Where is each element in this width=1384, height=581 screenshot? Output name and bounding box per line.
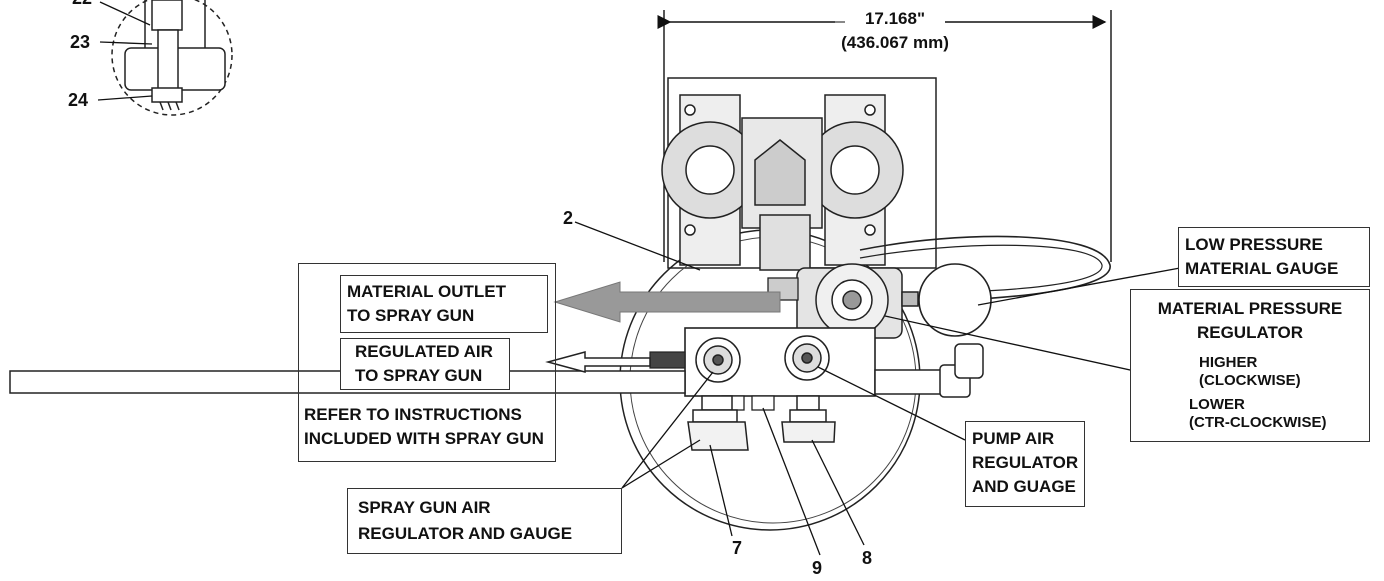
hardware-detail-inset xyxy=(111,0,233,116)
ctr-clockwise-label: (CTR-CLOCKWISE) xyxy=(1189,414,1327,431)
pump-air-regulator-label-box: PUMP AIR REGULATOR AND GUAGE xyxy=(965,421,1085,507)
material-pressure-regulator-label-box: MATERIAL PRESSURE REGULATOR HIGHER (CLOC… xyxy=(1130,289,1370,442)
callout-23: 23 xyxy=(70,32,91,52)
leader-spray-gun-gauge-2 xyxy=(621,439,701,489)
spray-gun-air-line1: SPRAY GUN AIR xyxy=(358,498,491,517)
pump-regulator-knob xyxy=(781,395,836,443)
refer-line1: REFER TO INSTRUCTIONS xyxy=(304,405,522,424)
low-pressure-line2: MATERIAL GAUGE xyxy=(1185,259,1339,278)
callout-24: 24 xyxy=(68,90,89,110)
leader-material-regulator xyxy=(884,315,1163,378)
material-pressure-regulator xyxy=(796,263,919,339)
regulated-air-line2: TO SPRAY GUN xyxy=(355,366,483,385)
material-outlet-line1: MATERIAL OUTLET xyxy=(347,282,506,301)
diaphragm-pump xyxy=(661,94,904,271)
lower-label: LOWER xyxy=(1189,396,1245,413)
material-outlet-line2: TO SPRAY GUN xyxy=(347,306,475,325)
callout-8: 8 xyxy=(862,548,873,568)
pump-air-line3: AND GUAGE xyxy=(972,477,1076,496)
spray-gun-connections-frame xyxy=(298,263,556,462)
low-pressure-gauge-label-box: LOW PRESSURE MATERIAL GAUGE xyxy=(1178,227,1370,287)
leader-low-pressure xyxy=(977,267,1181,306)
refer-line2: INCLUDED WITH SPRAY GUN xyxy=(304,429,544,448)
regulated-air-fitting xyxy=(649,351,686,369)
low-pressure-gauge xyxy=(918,263,992,337)
dimension-lines xyxy=(657,10,1112,262)
higher-label: HIGHER xyxy=(1199,354,1258,371)
pump-air-line2: REGULATOR xyxy=(972,453,1079,472)
mpr-line2: REGULATOR xyxy=(1196,323,1304,342)
regulated-air-line1: REGULATED AIR xyxy=(355,342,493,361)
leader-8 xyxy=(811,439,865,546)
leader-spray-gun-gauge-1 xyxy=(621,371,714,489)
spray-gun-air-regulator-label-box: SPRAY GUN AIR REGULATOR AND GAUGE xyxy=(347,488,622,554)
pump-air-gauge xyxy=(784,335,830,381)
gauge-hose xyxy=(859,235,1111,301)
material-outlet-arrow xyxy=(553,281,781,323)
leader-pump-air xyxy=(817,366,966,441)
leader-2 xyxy=(574,221,701,271)
spray-gun-air-gauge xyxy=(695,337,741,383)
leader-23 xyxy=(99,41,153,45)
material-outlet-label-box: MATERIAL OUTLET TO SPRAY GUN xyxy=(340,275,548,333)
mpr-line1: MATERIAL PRESSURE xyxy=(1157,299,1343,318)
leader-24 xyxy=(97,95,153,101)
callout-22: 22 xyxy=(72,0,92,9)
callout-9: 9 xyxy=(812,558,823,578)
regulated-air-label-box: REGULATED AIR TO SPRAY GUN xyxy=(340,338,510,390)
dimension-inches: 17.168" xyxy=(864,9,926,28)
clockwise-label: (CLOCKWISE) xyxy=(1199,372,1301,389)
leader-7 xyxy=(709,444,733,537)
callout-7: 7 xyxy=(732,538,743,558)
leader-22 xyxy=(99,1,151,26)
leader-9 xyxy=(762,407,821,556)
callout-2: 2 xyxy=(563,208,574,228)
spray-gun-air-line2: REGULATOR AND GAUGE xyxy=(358,524,573,543)
low-pressure-line1: LOW PRESSURE xyxy=(1185,235,1323,254)
pump-air-line1: PUMP AIR xyxy=(972,429,1055,448)
spray-gun-regulator-knob xyxy=(687,395,749,451)
dimension-metric: (436.067 mm) xyxy=(841,33,949,52)
regulated-air-arrow xyxy=(545,351,651,373)
